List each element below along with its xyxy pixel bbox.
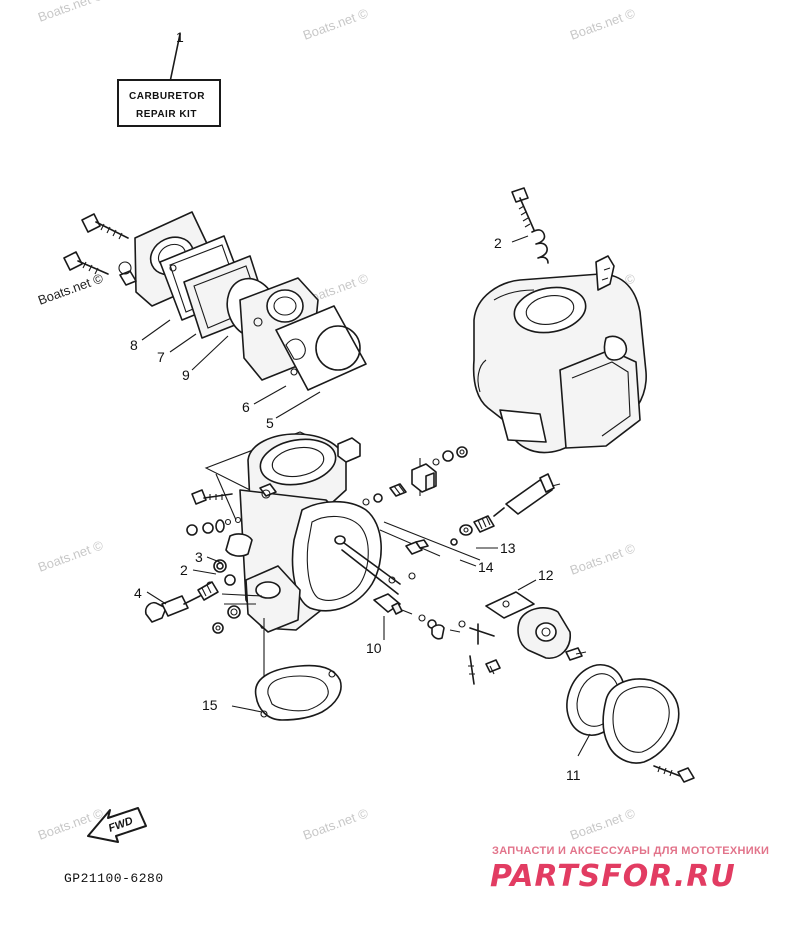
callout-3: 3 bbox=[195, 549, 203, 565]
brand-name: PARTSFOR.RU bbox=[490, 859, 736, 894]
watermark: Boats.net © bbox=[568, 540, 638, 578]
watermark: Boats.net © bbox=[568, 5, 638, 43]
callout-15: 15 bbox=[202, 697, 218, 713]
callout-7: 7 bbox=[157, 349, 165, 365]
watermark: Boats.net © bbox=[301, 805, 371, 843]
callout-12: 12 bbox=[538, 567, 554, 583]
diagram-code: GP21100-6280 bbox=[64, 871, 164, 886]
repair-kit-line1: CARBURETOR bbox=[129, 91, 205, 102]
left-small-parts bbox=[144, 489, 263, 634]
callout-10: 10 bbox=[366, 640, 382, 656]
watermark: Boats.net © bbox=[36, 537, 106, 575]
callout-14: 14 bbox=[478, 559, 494, 575]
callout-9: 9 bbox=[182, 367, 190, 383]
repair-kit-box: 1 CARBURETOR REPAIR KIT bbox=[117, 29, 221, 127]
watermark: Boats.net © bbox=[568, 805, 638, 843]
right-small-parts bbox=[362, 446, 695, 783]
carburetor-body bbox=[204, 431, 401, 633]
repair-kit-line2: REPAIR KIT bbox=[136, 109, 197, 120]
screw-upper bbox=[81, 213, 129, 240]
callout-1: 1 bbox=[176, 29, 184, 45]
callout-2-top: 2 bbox=[494, 235, 502, 251]
plate-stack-callouts: 8 7 9 6 5 bbox=[130, 319, 321, 431]
callout-6: 6 bbox=[242, 399, 250, 415]
brand-tagline: ЗАПЧАСТИ И АКСЕССУАРЫ ДЛЯ МОТОТЕХНИКИ bbox=[492, 845, 769, 857]
watermark: Boats.net © bbox=[36, 0, 106, 25]
callout-11: 11 bbox=[566, 767, 581, 783]
callout-8: 8 bbox=[130, 337, 138, 353]
callout-4: 4 bbox=[134, 585, 142, 601]
callout-5: 5 bbox=[266, 415, 274, 431]
watermark: Boats.net © bbox=[301, 5, 371, 43]
screw-lower bbox=[63, 251, 109, 275]
forward-arrow: FWD bbox=[87, 807, 147, 843]
watermark: Boats.net © bbox=[36, 270, 106, 308]
callout-13: 13 bbox=[500, 540, 516, 556]
callout-2-left: 2 bbox=[180, 562, 188, 578]
brand-logo: ЗАПЧАСТИ И АКСЕССУАРЫ ДЛЯ МОТОТЕХНИКИ PA… bbox=[490, 845, 769, 894]
assembled-carburetor bbox=[472, 187, 647, 454]
gasket-15 bbox=[231, 618, 342, 721]
plate-stack bbox=[63, 211, 367, 391]
